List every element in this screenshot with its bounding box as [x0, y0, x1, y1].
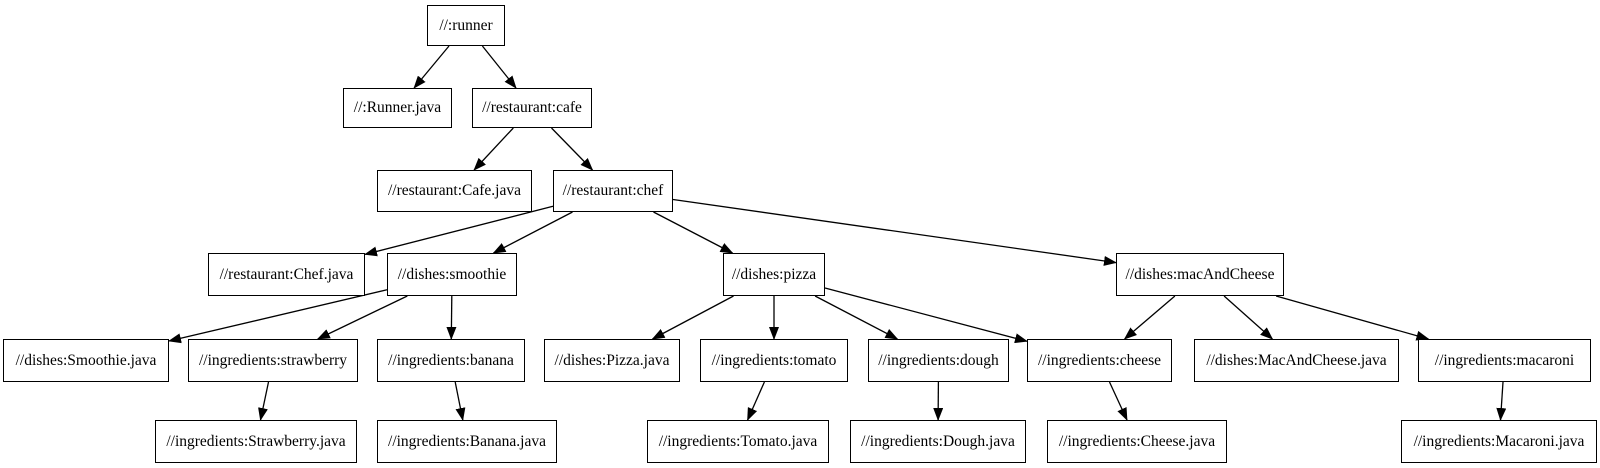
- graph-node-cafe: //restaurant:cafe: [472, 88, 592, 128]
- graph-node-cheese: //ingredients:cheese: [1027, 339, 1172, 382]
- edge-smoothie-to-banana: [446, 295, 457, 340]
- edge-chef-to-smoothie: [492, 211, 573, 254]
- graph-node-dough: //ingredients:dough: [868, 339, 1009, 382]
- edge-pizza-to-dough: [814, 295, 899, 340]
- graph-node-banana: //ingredients:banana: [377, 339, 525, 382]
- graph-node-smoothie: //dishes:smoothie: [387, 253, 517, 296]
- graph-node-strawberry: //ingredients:strawberry: [188, 339, 358, 382]
- graph-node-runner: //:runner: [427, 5, 505, 46]
- edge-runner-to-cafe: [481, 45, 517, 89]
- edge-smoothie-to-smoothie-java: [168, 289, 388, 344]
- graph-node-dough-java: //ingredients:Dough.java: [850, 420, 1026, 463]
- edge-cheese-to-cheese-java: [1108, 381, 1128, 421]
- edge-chef-to-chef-java: [364, 205, 554, 257]
- edge-pizza-to-pizza-java: [651, 295, 734, 340]
- graph-node-cafe-java: //restaurant:Cafe.java: [377, 170, 532, 212]
- graph-node-chef-java: //restaurant:Chef.java: [208, 253, 365, 296]
- graph-node-tomato: //ingredients:tomato: [700, 339, 848, 382]
- edge-cafe-to-cafe-java: [473, 127, 514, 171]
- graph-node-macandcheese: //dishes:macAndCheese: [1116, 253, 1284, 296]
- edge-macaroni-to-macaroni-java: [1496, 381, 1507, 421]
- edge-macandcheese-to-macandcheese-java: [1223, 295, 1274, 340]
- graph-node-smoothie-java: //dishes:Smoothie.java: [3, 339, 169, 382]
- edge-macandcheese-to-cheese: [1123, 295, 1176, 340]
- graph-node-macandcheese-java: //dishes:MacAndCheese.java: [1194, 339, 1399, 382]
- edge-strawberry-to-strawberry-java: [258, 381, 270, 421]
- graph-node-tomato-java: //ingredients:Tomato.java: [647, 420, 829, 463]
- graph-node-macaroni: //ingredients:macaroni: [1418, 339, 1591, 382]
- graph-node-banana-java: //ingredients:Banana.java: [377, 420, 557, 463]
- edge-smoothie-to-strawberry: [316, 295, 408, 340]
- edge-banana-to-banana-java: [454, 381, 466, 421]
- edge-tomato-to-tomato-java: [747, 381, 765, 421]
- edge-runner-to-runner-java: [413, 45, 450, 89]
- graph-node-cheese-java: //ingredients:Cheese.java: [1047, 420, 1227, 463]
- graph-node-pizza-java: //dishes:Pizza.java: [544, 339, 680, 382]
- edge-chef-to-pizza: [653, 211, 734, 254]
- edge-macandcheese-to-macaroni: [1275, 295, 1430, 341]
- graph-node-strawberry-java: //ingredients:Strawberry.java: [155, 420, 357, 463]
- graph-node-runner-java: //:Runner.java: [343, 88, 452, 128]
- graph-node-macaroni-java: //ingredients:Macaroni.java: [1401, 420, 1597, 463]
- graph-node-chef: //restaurant:chef: [553, 170, 673, 212]
- edge-cafe-to-chef: [551, 127, 594, 171]
- edge-pizza-to-cheese: [824, 287, 1028, 344]
- graph-node-pizza: //dishes:pizza: [723, 253, 825, 296]
